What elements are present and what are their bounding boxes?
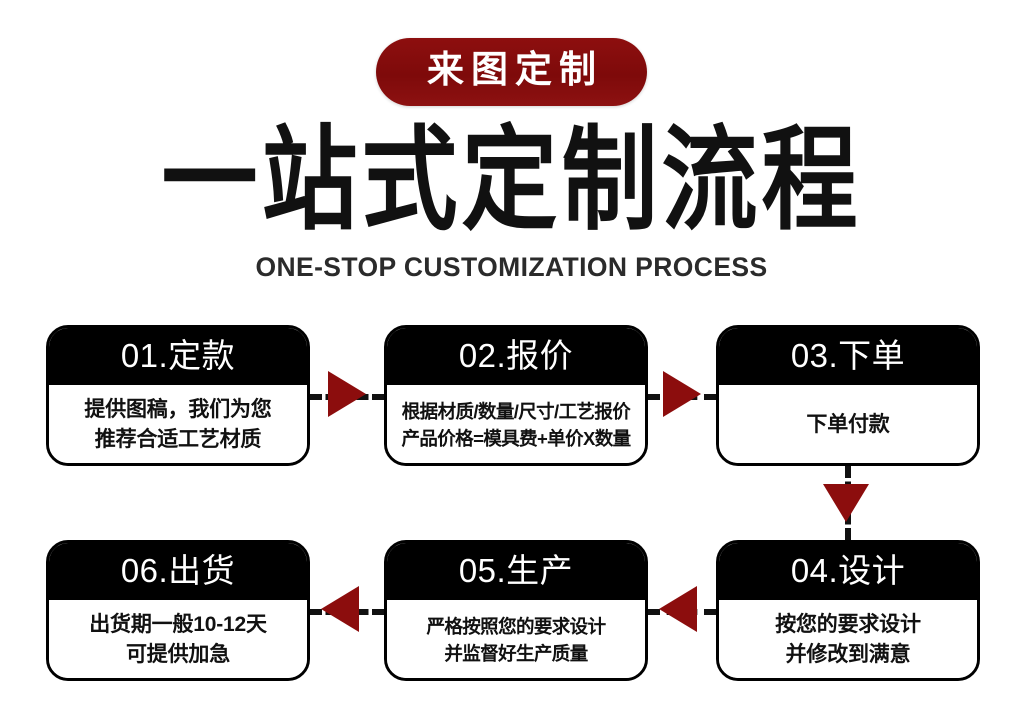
process-flow-diagram: 01.定款 提供图稿，我们为您 推荐合适工艺材质 02.报价 根据材质/数量/尺… <box>0 318 1023 714</box>
step-card-02-title: 02.报价 <box>387 328 645 385</box>
custom-order-badge: 来图定制 <box>376 38 647 106</box>
step-card-06-line-1: 出货期一般10-12天 <box>89 613 267 637</box>
step-card-02-line-2: 产品价格=模具费+单价X数量 <box>401 428 631 449</box>
step-card-01-body: 提供图稿，我们为您 推荐合适工艺材质 <box>49 385 307 463</box>
step-card-04[interactable]: 04.设计 按您的要求设计 并修改到满意 <box>716 540 980 681</box>
step-card-05-line-1: 严格按照您的要求设计 <box>426 616 606 638</box>
step-card-01-line-1: 提供图稿，我们为您 <box>84 398 272 422</box>
step-card-06-line-2: 可提供加急 <box>126 643 230 666</box>
page-subtitle: ONE-STOP CUSTOMIZATION PROCESS <box>255 251 768 282</box>
step-card-03[interactable]: 03.下单 下单付款 <box>716 325 980 466</box>
step-card-02[interactable]: 02.报价 根据材质/数量/尺寸/工艺报价 产品价格=模具费+单价X数量 <box>384 325 648 466</box>
step-card-06[interactable]: 06.出货 出货期一般10-12天 可提供加急 <box>46 540 310 681</box>
step-card-02-line-1: 根据材质/数量/尺寸/工艺报价 <box>401 401 631 423</box>
step-card-04-line-2: 并修改到满意 <box>785 643 911 666</box>
step-card-04-title: 04.设计 <box>719 543 977 600</box>
step-card-04-line-1: 按您的要求设计 <box>775 613 921 637</box>
step-card-01-line-2: 推荐合适工艺材质 <box>94 428 262 451</box>
step-card-04-body: 按您的要求设计 并修改到满意 <box>719 600 977 678</box>
step-card-03-line-1: 下单付款 <box>806 413 890 437</box>
page-title: 一站式定制流程 <box>161 117 862 244</box>
arrow-left-icon-05-06 <box>321 586 359 632</box>
step-card-05-title: 05.生产 <box>387 543 645 600</box>
step-card-06-body: 出货期一般10-12天 可提供加急 <box>49 600 307 678</box>
step-card-06-title: 06.出货 <box>49 543 307 600</box>
step-card-01[interactable]: 01.定款 提供图稿，我们为您 推荐合适工艺材质 <box>46 325 310 466</box>
arrow-left-icon-04-05 <box>659 586 697 632</box>
step-card-05-body: 严格按照您的要求设计 并监督好生产质量 <box>387 600 645 678</box>
page-header: 来图定制 一站式定制流程 ONE-STOP CUSTOMIZATION PROC… <box>0 0 1023 283</box>
arrow-right-icon-01-02 <box>328 371 366 417</box>
step-card-01-title: 01.定款 <box>49 328 307 385</box>
step-card-02-body: 根据材质/数量/尺寸/工艺报价 产品价格=模具费+单价X数量 <box>387 385 645 463</box>
step-card-03-title: 03.下单 <box>719 328 977 385</box>
arrow-right-icon-02-03 <box>663 371 701 417</box>
step-card-05[interactable]: 05.生产 严格按照您的要求设计 并监督好生产质量 <box>384 540 648 681</box>
arrow-down-icon-03-04 <box>823 484 869 522</box>
step-card-05-line-2: 并监督好生产质量 <box>444 643 588 664</box>
step-card-03-body: 下单付款 <box>719 385 977 463</box>
